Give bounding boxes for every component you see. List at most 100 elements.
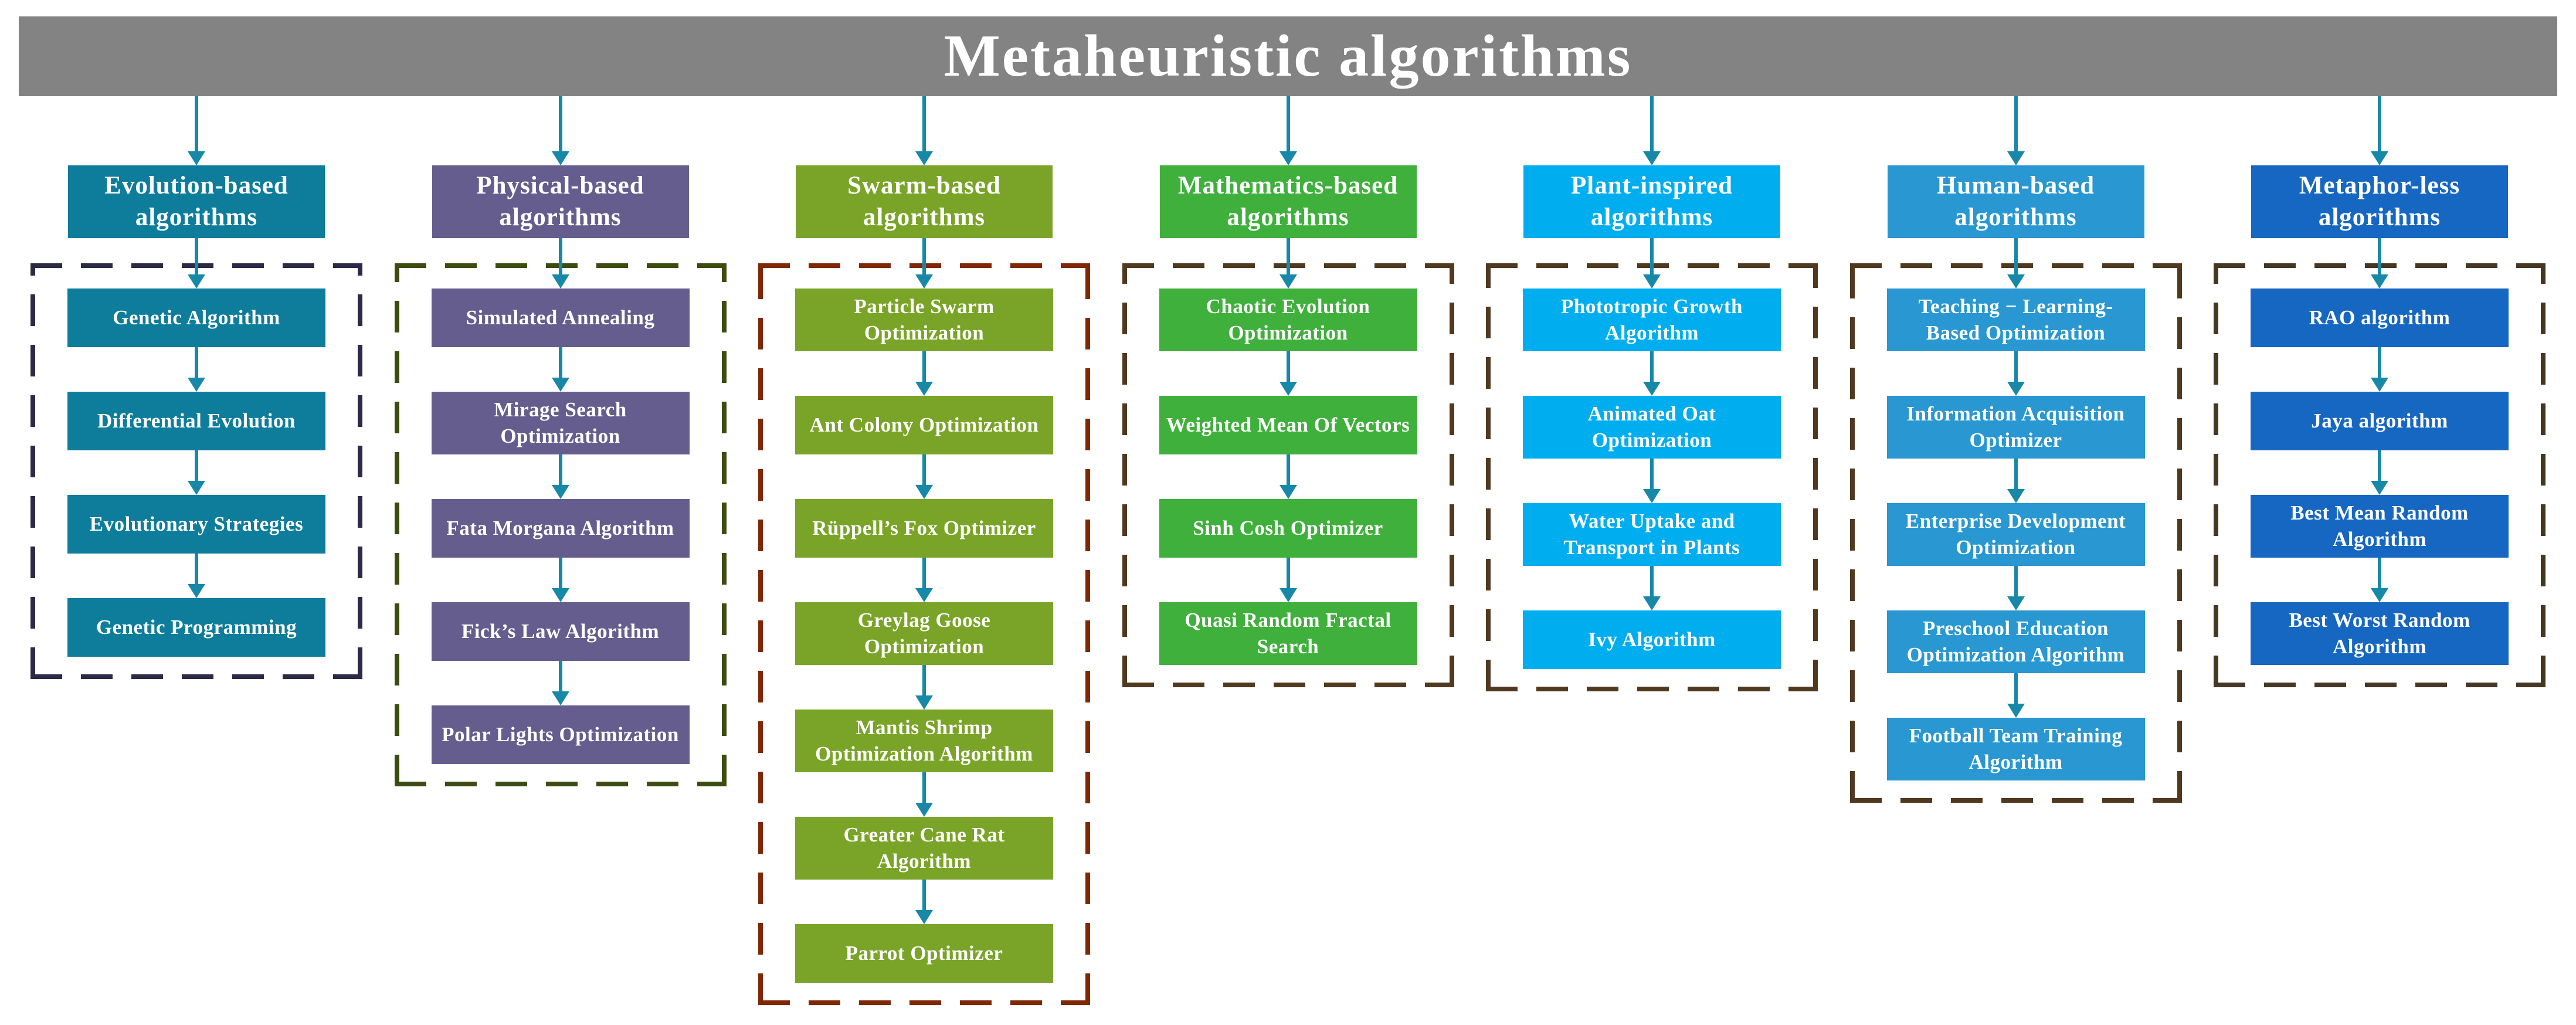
connector-banner-to-header — [2371, 96, 2388, 165]
connector-line — [2378, 450, 2381, 481]
connector-header-to-first-item — [915, 237, 933, 289]
connector-item-to-item — [1643, 458, 1661, 503]
connector-line — [558, 347, 562, 378]
algorithm-label: Mirage Search Optimization — [494, 398, 627, 448]
category-header-label: Plant-inspired algorithms — [1570, 172, 1733, 231]
connector-banner-to-header — [1279, 96, 1297, 165]
algorithm-group: Chaotic Evolution Optimization Weighted … — [1122, 263, 1454, 687]
connector-item-to-item — [2007, 351, 2025, 396]
algorithm-label: Genetic Algorithm — [113, 306, 280, 329]
arrow-down-icon — [2371, 377, 2388, 392]
algorithm-label: Genetic Programming — [96, 615, 297, 639]
connector-line — [1650, 458, 1654, 489]
connector-line — [195, 347, 198, 378]
category-column-swarm-based: Swarm-based algorithms Particle Swarm Op… — [743, 96, 1105, 1005]
algorithm-box: Greater Cane Rat Algorithm — [795, 816, 1053, 880]
algorithm-label: Ivy Algorithm — [1588, 627, 1716, 651]
category-column-evolution-based: Evolution-based algorithms Genetic Algor… — [15, 96, 378, 679]
algorithm-box: Mirage Search Optimization — [431, 391, 690, 454]
algorithm-box: Fata Morgana Algorithm — [431, 498, 690, 558]
connector-line — [922, 772, 926, 803]
category-header-label: Evolution-based algorithms — [104, 172, 289, 231]
connector-item-to-item — [551, 660, 569, 705]
connector-item-to-item — [915, 879, 933, 924]
algorithm-box: Quasi Random Fractal Search — [1159, 602, 1417, 665]
connector-banner-to-header — [2007, 96, 2025, 165]
algorithm-label: Information Acquisition Optimizer — [1906, 402, 2125, 452]
connector-item-to-item — [1643, 351, 1661, 396]
category-header-box: Mathematics-based algorithms — [1159, 165, 1417, 238]
connector-line — [2014, 351, 2018, 382]
arrow-down-icon — [915, 151, 933, 165]
connector-line — [922, 454, 926, 485]
connector-item-to-item — [2007, 565, 2025, 610]
category-column-mathematics-based: Mathematics-based algorithms Chaotic Evo… — [1107, 96, 1469, 687]
algorithm-label: Fick’s Law Algorithm — [461, 619, 660, 643]
algorithm-box: Polar Lights Optimization — [431, 705, 690, 764]
algorithm-box: RAO algorithm — [2251, 288, 2509, 347]
category-column-physical-based: Physical-based algorithms Simulated Anne… — [379, 96, 742, 786]
category-header-label: Swarm-based algorithms — [847, 172, 1001, 231]
algorithm-label: Enterprise Development Optimization — [1905, 509, 2126, 559]
algorithm-box: Genetic Programming — [67, 598, 325, 657]
connector-item-to-item — [915, 454, 933, 499]
algorithm-box: Genetic Algorithm — [67, 288, 325, 347]
diagram-title: Metaheuristic algorithms — [943, 23, 1633, 89]
arrow-down-icon — [551, 274, 569, 289]
algorithm-box: Enterprise Development Optimization — [1886, 503, 2145, 566]
connector-line — [2378, 96, 2381, 151]
algorithm-group: Simulated Annealing Mirage Search Optimi… — [395, 263, 727, 786]
algorithm-label: Differential Evolution — [97, 409, 296, 432]
connector-line — [922, 96, 926, 151]
connector-item-to-item — [915, 351, 933, 396]
category-header-box: Human-based algorithms — [1887, 165, 2144, 238]
algorithm-box: Fick’s Law Algorithm — [431, 602, 690, 661]
category-column-plant-inspired: Plant-inspired algorithms Phototropic Gr… — [1471, 96, 1833, 691]
algorithm-box: Rüppell’s Fox Optimizer — [795, 498, 1053, 558]
algorithm-box: Ant Colony Optimization — [795, 395, 1053, 454]
arrow-down-icon — [915, 695, 933, 710]
arrow-down-icon — [915, 484, 933, 499]
arrow-down-icon — [551, 588, 569, 602]
algorithm-group-wrap: Teaching − Learning-Based Optimization I… — [1850, 237, 2182, 803]
algorithm-box: Ivy Algorithm — [1523, 610, 1781, 669]
algorithm-group-wrap: Phototropic Growth Algorithm Animated Oa… — [1486, 237, 1818, 691]
algorithm-label: Greylag Goose Optimization — [857, 608, 991, 659]
arrow-down-icon — [915, 802, 933, 817]
connector-line — [2014, 96, 2018, 151]
connector-banner-to-header — [915, 96, 933, 165]
arrow-down-icon — [1643, 488, 1661, 503]
arrow-down-icon — [2007, 151, 2025, 165]
algorithm-label: Ant Colony Optimization — [809, 413, 1039, 436]
connector-line — [922, 557, 926, 588]
connector-banner-to-header — [551, 96, 569, 165]
connector-item-to-item — [2371, 450, 2388, 495]
category-column-human-based: Human-based algorithms Teaching − Learni… — [1835, 96, 2197, 803]
arrow-down-icon — [1279, 588, 1297, 602]
algorithm-box: Best Mean Random Algorithm — [2251, 494, 2509, 558]
connector-line — [2014, 565, 2018, 596]
connector-line — [2378, 237, 2381, 274]
connector-line — [195, 450, 198, 481]
connector-item-to-item — [915, 557, 933, 602]
arrow-down-icon — [1279, 274, 1297, 289]
connector-line — [195, 237, 198, 274]
connector-line — [1650, 565, 1654, 596]
algorithm-label: Phototropic Growth Algorithm — [1560, 294, 1743, 345]
connector-line — [1286, 557, 1290, 588]
connector-line — [1286, 96, 1290, 151]
algorithm-group: Phototropic Growth Algorithm Animated Oa… — [1486, 263, 1818, 691]
algorithm-box: Best Worst Random Algorithm — [2251, 602, 2509, 665]
connector-item-to-item — [2371, 557, 2388, 602]
algorithm-label: Best Mean Random Algorithm — [2290, 501, 2469, 551]
algorithm-box: Simulated Annealing — [431, 288, 690, 347]
algorithm-label: Parrot Optimizer — [845, 941, 1003, 965]
arrow-down-icon — [188, 583, 205, 598]
arrow-down-icon — [188, 274, 205, 289]
arrow-down-icon — [551, 377, 569, 392]
algorithm-group: Genetic Algorithm Differential Evolution… — [30, 263, 362, 679]
category-header-label: Human-based algorithms — [1936, 172, 2095, 231]
algorithm-label: Jaya algorithm — [2311, 409, 2448, 432]
algorithm-group: Teaching − Learning-Based Optimization I… — [1850, 263, 2182, 803]
algorithm-box: Greylag Goose Optimization — [795, 602, 1053, 665]
